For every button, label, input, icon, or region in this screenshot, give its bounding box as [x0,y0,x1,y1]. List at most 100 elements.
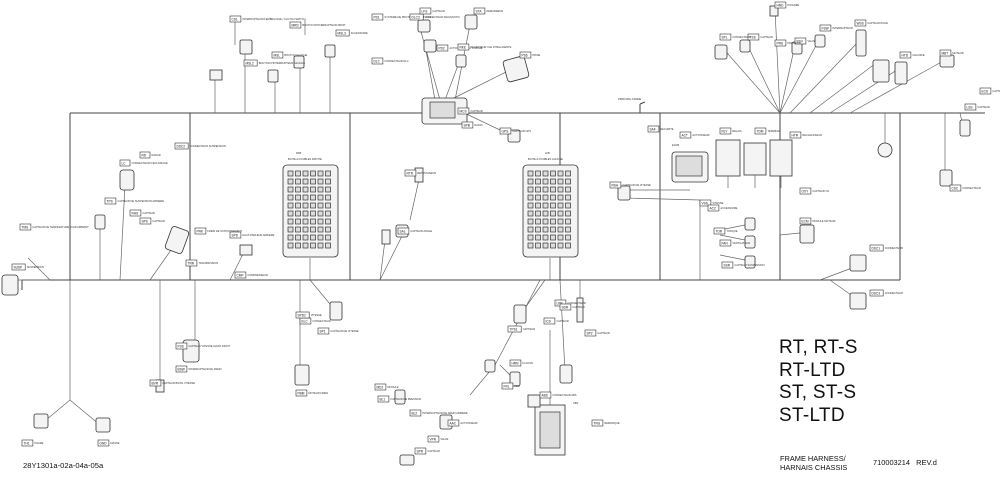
callout-id: CSC [952,187,959,191]
callout-id: SPL [722,36,728,40]
callout-description: CAPTEUR VITESSE AVANT DROIT [188,344,230,348]
callout-id: WSS [857,22,864,26]
drawing-title-line-2: HARNAIS CHASSIS [780,463,848,472]
callout-id: DLC [374,60,381,64]
callout-id: TRG [594,422,601,426]
callout-id: MSL3 [338,32,347,36]
model-line-2: RT-LTD [779,359,846,381]
callout-description: INTERRUPTEUR [832,26,852,30]
callout-id: DSC1 [872,247,881,251]
callout-description: CONNECTEUR [312,319,330,323]
callout-description: RECEPTEUR CLE INTELLIGENTE [470,45,511,49]
callout-description: MASSE [110,441,119,445]
callout-id: ACT [682,134,688,138]
callout-description: REMORQUE [604,421,620,425]
callout-description: CONNECTEUR [732,35,750,39]
callout-abs: ABS CONNECTEUR ABS [539,391,577,399]
callout-description: CAPTEUR [142,211,155,215]
callout-id: SP2 [587,332,593,336]
callout-id: LFS [422,10,428,14]
callout-description: CAPTEUR DE PRESSION [390,397,421,401]
callout-description: CAPTEUR GPS [512,129,531,133]
callout-id: LC [122,162,127,166]
callout-description: CAPTEUR BOITE VITESSE [162,381,195,385]
callout-id: ICS [546,320,551,324]
ecm-label: ECM6 [672,143,680,147]
callout-id: VSS [702,202,708,206]
callout-id: STA [476,10,483,14]
callout-description: CAPTEUR [992,89,1000,93]
callout-spl: SPL CONNECTEUR [719,33,751,41]
callout-description: CHAUFFE [912,53,925,57]
callout-description: TORQUE [726,229,737,233]
callout-description: CAPTEUR DE VITESSE [622,183,651,187]
callout-description: CONNECTEUR [567,301,585,305]
rfb-label: RFB [296,151,301,155]
callout-id: TRN [188,262,195,266]
callout-description: CAPTEUR DE SUSPENSION ARRIERE [117,199,164,203]
callout-id: AAC [450,422,457,426]
callout-id: ABS [542,394,548,398]
model-line-1: RT, RT-S [779,337,858,358]
callout-id: ECM [802,220,809,224]
lfb-frame-box-label: BOITE A FUSIBLES GAUCHE [528,157,563,161]
callout-description: PRESSION [787,41,801,45]
callout-description: POIGNEE [787,3,799,7]
callout-id: BSV [797,40,804,44]
callout-description: CAPTEUR O2 [812,189,829,193]
lfb-label: LFB [545,151,550,155]
callout-description: VALVE [440,437,448,441]
callout-id: PBM [298,392,305,396]
callout-description: CONNECTEUR [885,246,903,250]
callout-description: CONNECTEUR ABS [552,393,576,397]
callout-description: CAPTEUR [760,35,773,39]
callout-id: PD2 [439,47,445,51]
callout-description: MOTEUR FREIN [308,391,328,395]
callout-id: RSA [612,184,619,188]
callout-id: FAN [722,242,729,246]
small-connectors [1,5,971,466]
callout-description: CONNECTEUR DIAGNOSTIC [425,15,460,19]
callout-description: RADAR [152,153,161,157]
callout-description: MODULE MOTEUR [812,219,835,223]
callout-id: LPR [557,302,564,306]
callout-id: SPR [417,450,424,454]
callout-description: BOUTON GAUCHE [284,53,307,57]
callout-description: ACTIONNEUR [692,133,709,137]
callout-description: PHARE [34,441,43,445]
callout-id: ECS [982,90,989,94]
callout-description: RETROVISEUR [417,171,436,175]
callout-id: GND [100,442,108,446]
callout-description: COMPRESSEUR [247,273,267,277]
callout-id: MSL [274,54,281,58]
callout-description: SYSTEME DE PROTECTION ANTI-VOL [384,15,432,19]
callout-description: PRISE [532,53,540,57]
callout-id: ACC [710,207,717,211]
